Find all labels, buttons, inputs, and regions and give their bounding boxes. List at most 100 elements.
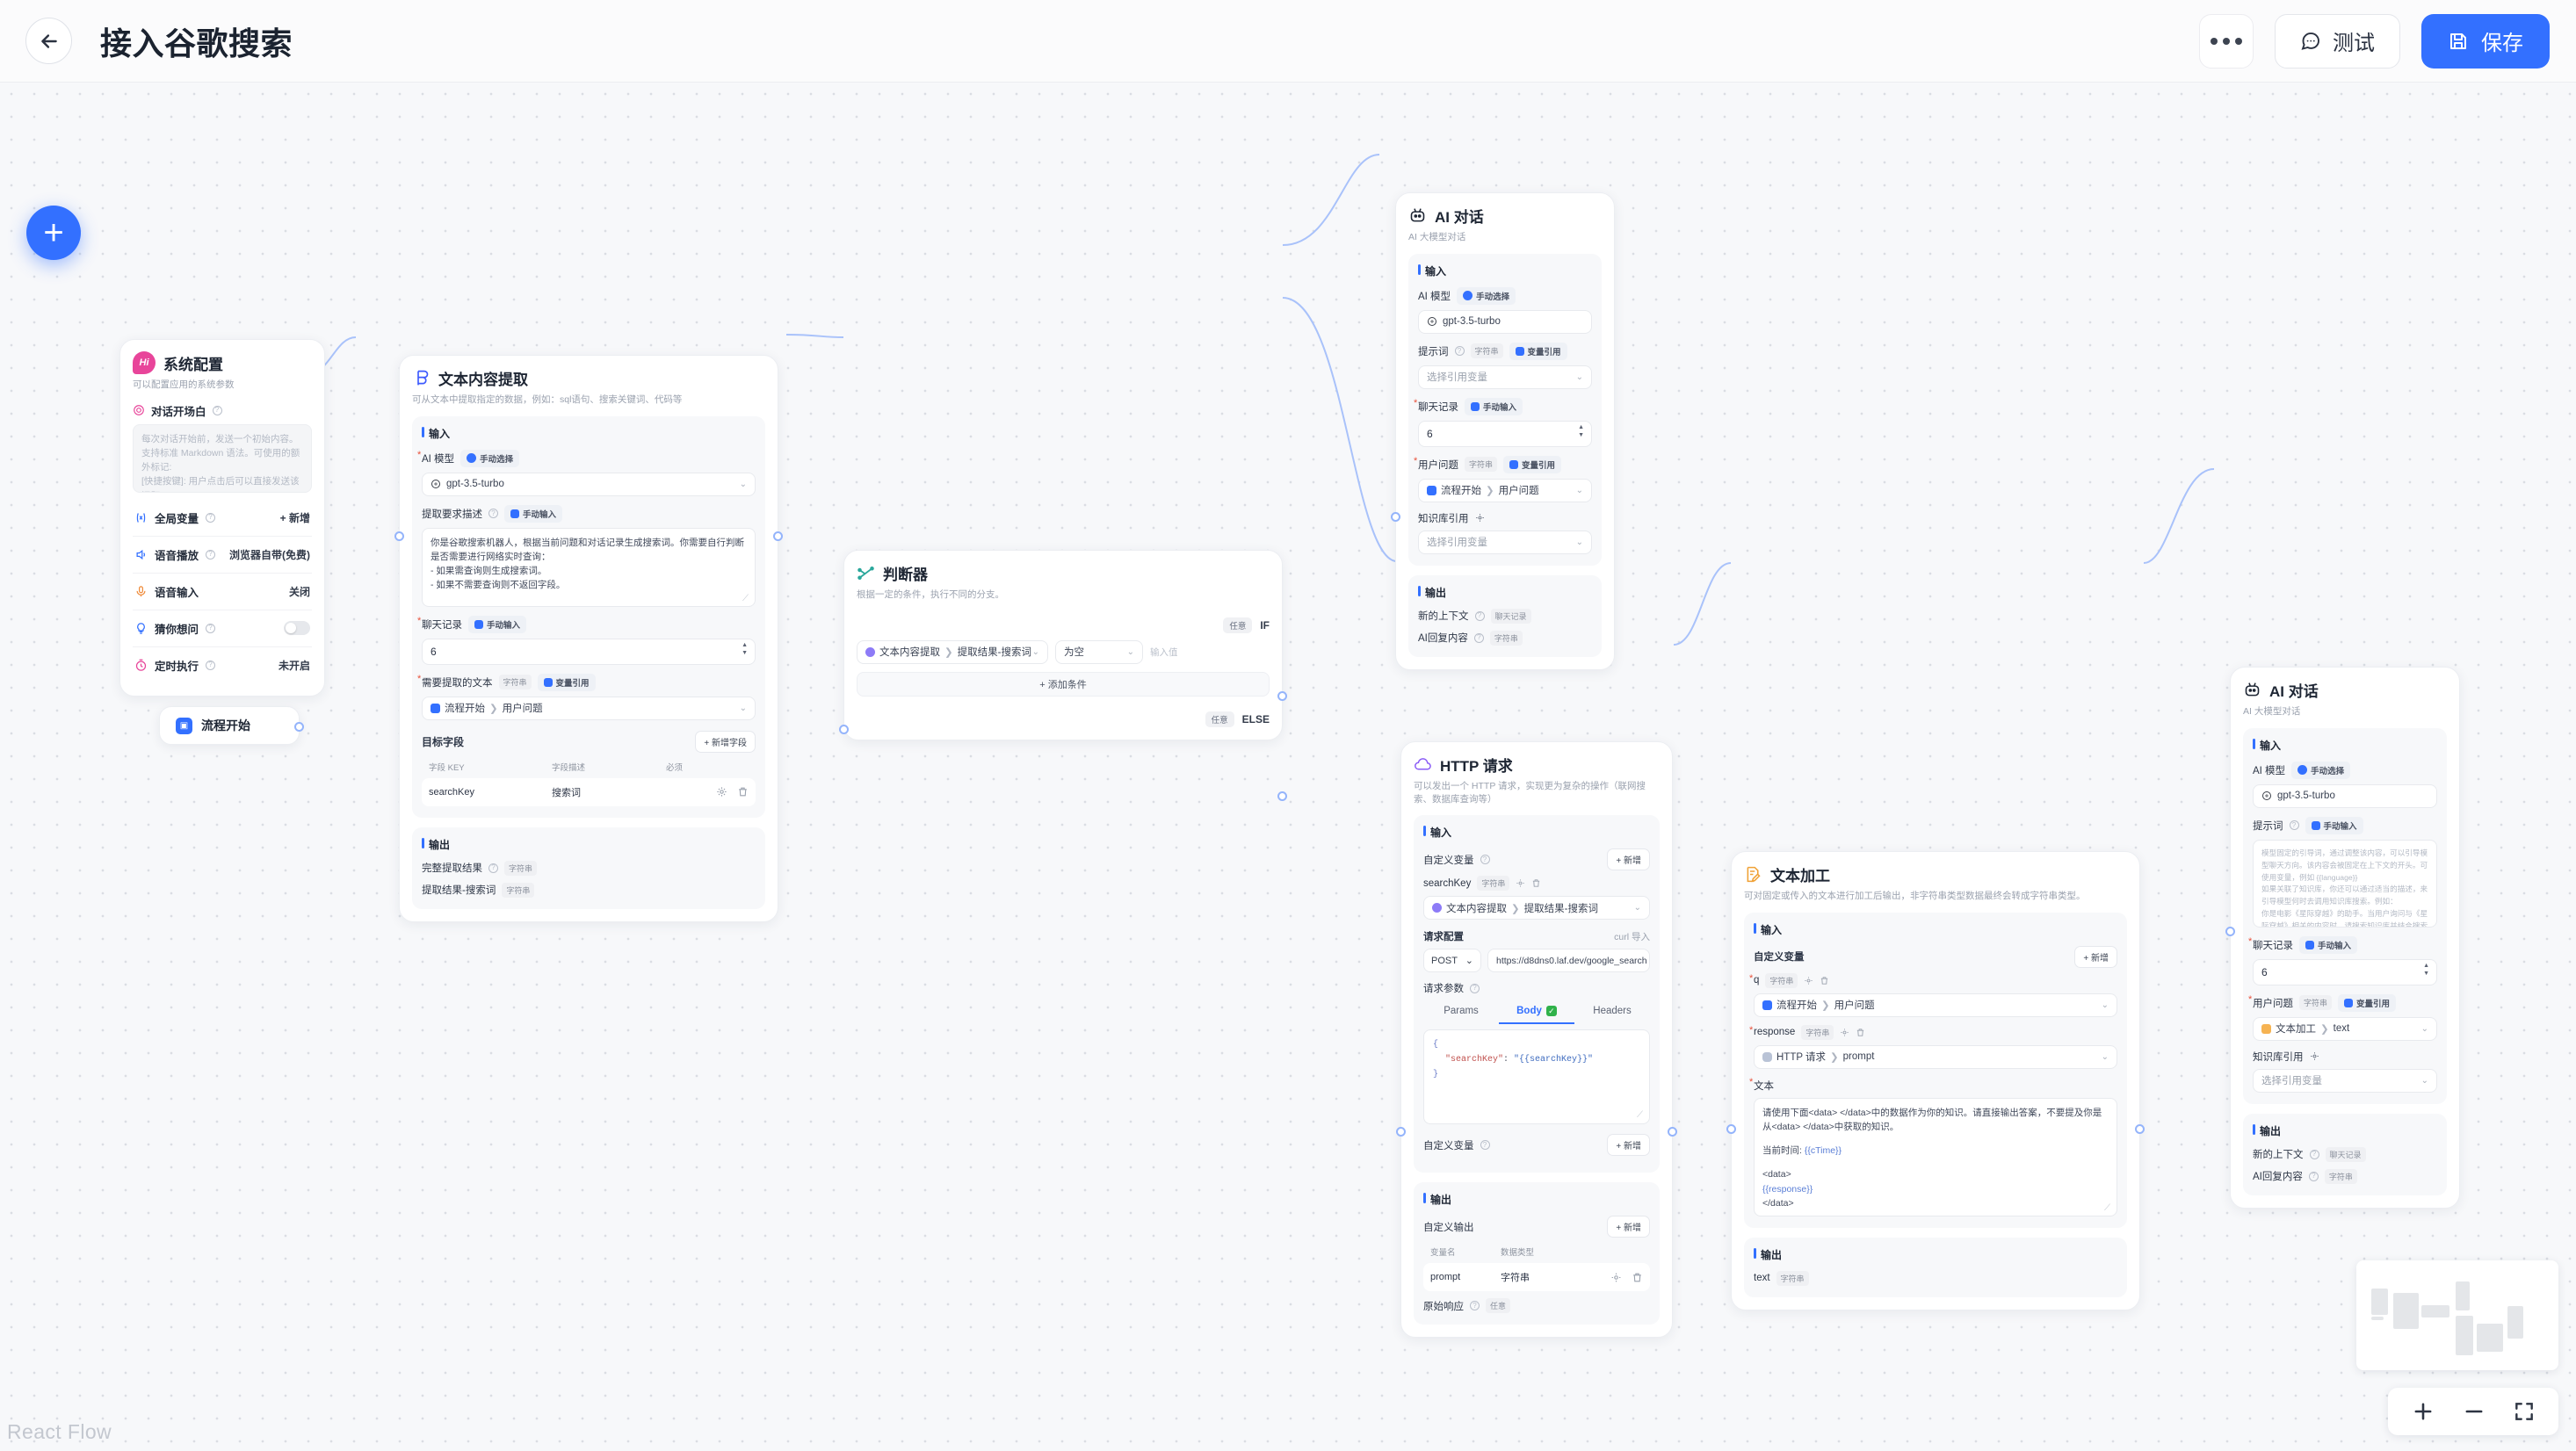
question-variable-select[interactable]: 流程开始 ❯ 用户问题 ⌄ — [1418, 478, 1592, 502]
output-handle[interactable] — [773, 531, 783, 541]
curl-import-button[interactable]: curl 导入 — [1614, 931, 1650, 942]
spinner-up-icon[interactable]: ▲ — [2423, 962, 2429, 969]
save-button[interactable]: 保存 — [2421, 13, 2550, 69]
add-condition-button[interactable]: + 添加条件 — [857, 671, 1270, 697]
history-number-input[interactable]: 6 ▲▼ — [2253, 958, 2437, 985]
help-icon[interactable]: ? — [488, 863, 498, 873]
help-icon[interactable]: ? — [1474, 610, 1485, 621]
help-icon[interactable]: ? — [1470, 983, 1480, 993]
more-options-button[interactable] — [2199, 13, 2254, 69]
sysrow-value[interactable]: 关闭 — [288, 585, 310, 598]
var-q-select[interactable]: 流程开始 ❯ 用户问题 ⌄ — [1754, 993, 2117, 1017]
else-mode-pill[interactable]: 任意 — [1205, 711, 1234, 727]
input-handle[interactable] — [1391, 512, 1400, 522]
prompt-variable-select[interactable]: 选择引用变量 ⌄ — [1418, 365, 1592, 389]
table-row[interactable]: searchKey 搜索词 — [422, 777, 756, 806]
prompt-mode-chip[interactable]: 变量引用 — [1509, 342, 1567, 360]
searchkey-variable-select[interactable]: 文本内容提取 ❯ 提取结果-搜索词 ⌄ — [1423, 896, 1650, 920]
sysrow-value[interactable]: 浏览器自带(免费) — [229, 548, 310, 561]
question-mode-chip[interactable]: 变量引用 — [1503, 455, 1562, 473]
help-icon[interactable]: ? — [1470, 1301, 1480, 1311]
model-mode-chip[interactable]: 手动选择 — [1457, 286, 1516, 305]
help-icon[interactable]: ? — [206, 660, 216, 670]
model-select[interactable]: gpt-3.5-turbo — [2253, 783, 2437, 808]
help-icon[interactable]: ? — [1473, 632, 1484, 643]
history-mode-chip[interactable]: 手动输入 — [468, 615, 527, 633]
spinner-up-icon[interactable]: ▲ — [1578, 423, 1584, 430]
text-textarea[interactable]: 请使用下面<data> </data>中的数据作为你的知识。请直接输出答案，不要… — [1754, 1097, 2117, 1216]
gear-icon[interactable] — [2310, 1051, 2319, 1061]
sysrow-value[interactable]: + 新增 — [279, 511, 310, 524]
minimap[interactable] — [2356, 1260, 2558, 1370]
history-number-input[interactable]: 6 ▲▼ — [1418, 420, 1592, 447]
add-node-button[interactable]: + — [26, 206, 81, 260]
sysrow-voice-input[interactable]: 语音输入 关闭 — [133, 574, 312, 610]
model-select[interactable]: gpt-3.5-turbo ⌄ — [422, 472, 756, 496]
add-variable-button-2[interactable]: + 新增 — [1607, 1134, 1650, 1157]
trash-icon[interactable] — [1531, 878, 1541, 888]
back-button[interactable] — [25, 18, 72, 64]
question-variable-select[interactable]: 文本加工 ❯ text ⌄ — [2253, 1016, 2437, 1041]
zoom-out-button[interactable] — [2462, 1399, 2486, 1424]
kb-variable-select[interactable]: 选择引用变量 ⌄ — [2253, 1068, 2437, 1093]
node-judge[interactable]: 判断器 根据一定的条件，执行不同的分支。 任意 IF 文本内容提取 ❯ 提取结果… — [839, 550, 1287, 801]
help-icon[interactable]: ? — [1480, 855, 1490, 865]
question-mode-chip[interactable]: 变量引用 — [2338, 993, 2397, 1012]
resize-handle-icon[interactable]: ⟋ — [2104, 1202, 2110, 1213]
help-icon[interactable]: ? — [206, 512, 216, 523]
opening-textarea[interactable]: 每次对话开始前，发送一个初始内容。支持标准 Markdown 语法。可使用的额外… — [133, 423, 312, 493]
node-text-process[interactable]: 文本加工 可对固定或传入的文本进行加工后输出，非字符串类型数据最终会转成字符串类… — [1726, 851, 2145, 1310]
output-handle[interactable] — [1668, 1127, 1677, 1137]
output-handle[interactable] — [2135, 1124, 2145, 1134]
spinner-up-icon[interactable]: ▲ — [742, 641, 748, 648]
resize-handle-icon[interactable]: ⟋ — [1637, 1111, 1643, 1122]
trash-icon[interactable] — [737, 786, 749, 798]
help-icon[interactable]: ? — [2308, 1171, 2319, 1181]
node-http-request[interactable]: HTTP 请求 可以发出一个 HTTP 请求，实现更为复杂的操作（联网搜索、数据… — [1396, 741, 1677, 1339]
add-variable-button[interactable]: + 新增 — [1607, 848, 1650, 871]
input-handle[interactable] — [839, 725, 849, 734]
prompt-textarea[interactable]: 你是谷歌搜索机器人，根据当前问题和对话记录生成搜索词。你需要自行判断是否需要进行… — [422, 527, 756, 607]
help-icon[interactable]: ? — [2289, 820, 2299, 831]
fit-view-button[interactable] — [2513, 1400, 2536, 1423]
history-mode-chip[interactable]: 手动输入 — [1465, 397, 1523, 415]
source-mode-chip[interactable]: 变量引用 — [537, 673, 596, 691]
trash-icon[interactable] — [1632, 1272, 1643, 1283]
if-mode-pill[interactable]: 任意 — [1223, 617, 1253, 633]
operator-select[interactable]: 为空 ⌄ — [1055, 639, 1143, 664]
help-icon[interactable]: ? — [1454, 346, 1465, 357]
condition-value-input[interactable]: 输入值 — [1150, 646, 1178, 658]
else-output-handle[interactable] — [1277, 791, 1287, 801]
prompt-mode-chip[interactable]: 手动输入 — [504, 504, 563, 523]
input-handle[interactable] — [1726, 1124, 1736, 1134]
spinner-down-icon[interactable]: ▼ — [742, 649, 748, 656]
gear-icon[interactable] — [1516, 878, 1525, 888]
model-mode-chip[interactable]: 手动选择 — [460, 449, 520, 467]
node-system-config[interactable]: Hi 系统配置 可以配置应用的系统参数 对话开场白 ? 每次对话开始前，发送一个… — [119, 339, 325, 697]
number-spinner[interactable]: ▲▼ — [1578, 424, 1584, 438]
http-method-select[interactable]: POST ⌄ — [1423, 949, 1481, 973]
sysrow-scheduled[interactable]: 定时执行 ? 未开启 — [133, 647, 312, 683]
gear-icon[interactable] — [1804, 976, 1813, 985]
input-handle[interactable] — [394, 531, 404, 541]
trash-icon[interactable] — [1820, 976, 1829, 985]
model-select[interactable]: gpt-3.5-turbo — [1418, 309, 1592, 334]
sysrow-voice-play[interactable]: 语音播放 ? 浏览器自带(免费) — [133, 537, 312, 574]
gear-icon[interactable] — [1475, 513, 1485, 523]
kb-variable-select[interactable]: 选择引用变量 ⌄ — [1418, 530, 1592, 554]
source-variable-select[interactable]: 流程开始 ❯ 用户问题 ⌄ — [422, 696, 756, 720]
tab-body[interactable]: Body ✓ — [1499, 1000, 1574, 1025]
node-ai-chat-right[interactable]: AI 对话 AI 大模型对话 输入 AI 模型 手动选择 gpt-3.5-tur… — [2225, 667, 2460, 1209]
spinner-down-icon[interactable]: ▼ — [1578, 431, 1584, 438]
node-ai-chat-top[interactable]: AI 对话 AI 大模型对话 输入 AI 模型 手动选择 gpt-3.5-tur… — [1391, 192, 1615, 670]
input-handle[interactable] — [1396, 1127, 1406, 1137]
table-row[interactable]: prompt 字符串 — [1423, 1263, 1650, 1292]
tab-params[interactable]: Params — [1444, 1006, 1479, 1017]
gear-icon[interactable] — [716, 786, 727, 798]
zoom-in-button[interactable] — [2411, 1399, 2435, 1424]
node-text-extract[interactable]: 文本内容提取 可从文本中提取指定的数据，例如：sql语句、搜索关键词、代码等 输… — [394, 355, 783, 922]
history-mode-chip[interactable]: 手动输入 — [2299, 935, 2358, 954]
prompt-textarea[interactable]: 模型固定的引导词，通过调整该内容，可以引导模型聊天方向。该内容会被固定在上下文的… — [2253, 839, 2437, 928]
spinner-down-icon[interactable]: ▼ — [2423, 970, 2429, 977]
trash-icon[interactable] — [1856, 1028, 1865, 1037]
